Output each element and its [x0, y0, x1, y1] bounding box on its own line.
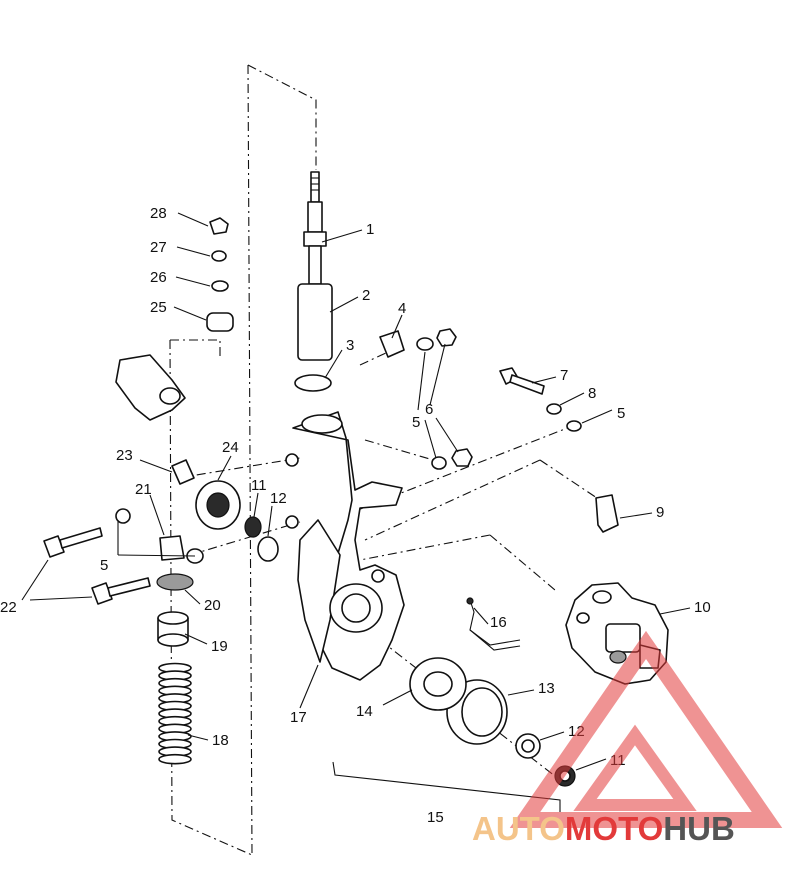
- label-part-6: 6: [425, 401, 433, 418]
- part-14-disk: [409, 657, 467, 711]
- part-20-spring-seat: [156, 573, 194, 591]
- label-part-24: 24: [222, 439, 239, 456]
- label-part-17: 17: [290, 709, 307, 726]
- part-7-bolt: [499, 367, 545, 395]
- label-part-7: 7: [560, 367, 568, 384]
- watermark-moto: MOTO: [565, 810, 663, 847]
- label-part-12-upper: 12: [270, 490, 287, 507]
- label-part-19: 19: [211, 638, 228, 655]
- label-part-23: 23: [116, 447, 133, 464]
- part-26-washer: [211, 280, 229, 292]
- label-part-3: 3: [346, 337, 354, 354]
- part-23-bushing: [171, 459, 195, 485]
- part-12-ring-upper: [257, 536, 279, 562]
- part-5-washer-top: [416, 337, 434, 351]
- part-18-spring: [158, 662, 192, 765]
- label-part-25: 25: [150, 299, 167, 316]
- label-part-9: 9: [656, 504, 664, 521]
- spring-coil: [158, 753, 192, 765]
- label-part-10: 10: [694, 599, 711, 616]
- label-part-5-left: 5: [100, 557, 108, 574]
- label-part-21: 21: [135, 481, 152, 498]
- label-part-22: 22: [0, 599, 17, 616]
- label-part-14: 14: [356, 703, 373, 720]
- label-part-5-upper: 5: [412, 414, 420, 431]
- part-number-labels: 1 2 3 4 5 5 5 6 7 8 9 10 11 11 12 12 13 …: [0, 205, 711, 826]
- part-27-washer: [211, 250, 227, 262]
- part-1-shaft: [303, 171, 327, 285]
- watermark-hub: HUB: [663, 810, 735, 847]
- part-11-bearing-small: [244, 516, 262, 538]
- label-part-8: 8: [588, 385, 596, 402]
- upper-mount-bracket: [115, 354, 186, 421]
- part-17-knuckle: [285, 411, 405, 681]
- part-5-washer-right: [566, 420, 582, 432]
- part-28-nut: [209, 217, 229, 235]
- label-part-28: 28: [150, 205, 167, 222]
- part-10-caliper: [565, 582, 669, 685]
- label-part-5-right: 5: [617, 405, 625, 422]
- part-8-lock-washer: [546, 403, 562, 415]
- part-24-bearing: [195, 480, 241, 530]
- watermark-text: AUTOMOTOHUB: [472, 810, 735, 847]
- part-13-bearing: [446, 679, 508, 745]
- part-6-nut-bottom: [451, 448, 473, 467]
- label-part-2: 2: [362, 287, 370, 304]
- leader-lines: [21, 212, 691, 812]
- watermark-logo: AUTOMOTOHUB: [472, 630, 783, 847]
- watermark-triangle: [509, 630, 783, 828]
- part-19-spacer: [157, 611, 189, 647]
- label-part-16: 16: [490, 614, 507, 631]
- part-22-bolt-upper: [43, 527, 103, 558]
- label-part-4: 4: [398, 300, 406, 317]
- label-part-20: 20: [204, 597, 221, 614]
- label-part-15: 15: [427, 809, 444, 826]
- label-part-26: 26: [150, 269, 167, 286]
- part-16-wire: [466, 597, 521, 651]
- part-6-nut-top: [436, 328, 457, 347]
- watermark-auto: AUTO: [472, 810, 565, 847]
- label-part-18: 18: [212, 732, 229, 749]
- label-part-1: 1: [366, 221, 374, 238]
- label-part-27: 27: [150, 239, 167, 256]
- part-5-washer-mid: [431, 456, 447, 470]
- part-25-bushing: [206, 312, 234, 332]
- part-21-nut: [159, 535, 185, 561]
- label-part-13: 13: [538, 680, 555, 697]
- part-4-bracket: [379, 330, 405, 358]
- part-2-tube: [297, 283, 333, 361]
- label-part-11-upper: 11: [251, 477, 267, 494]
- part-5-washer-left: [115, 508, 131, 524]
- part-22-bolt-lower: [91, 577, 151, 605]
- part-9-wedge: [595, 494, 619, 533]
- part-3-seal-ring: [294, 374, 332, 392]
